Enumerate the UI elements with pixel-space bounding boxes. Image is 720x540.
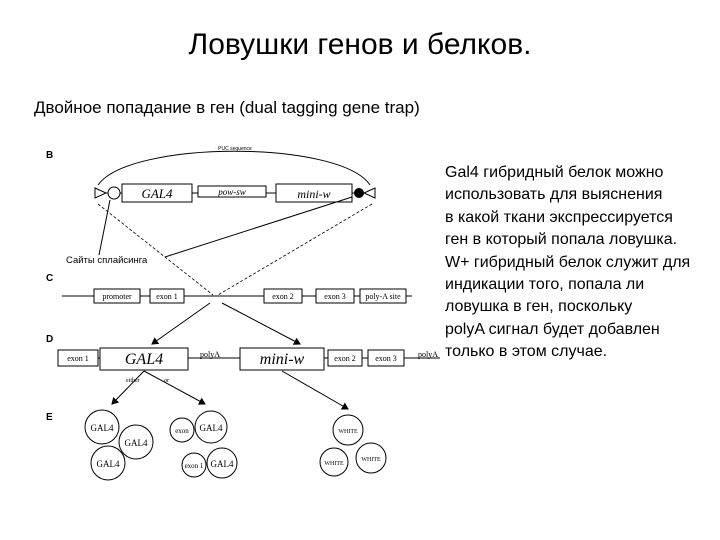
cell-gal4 [84, 409, 120, 445]
description-line: использовать для выяснения [445, 186, 663, 204]
transcript-exon3-label: exon 3 [375, 354, 397, 363]
arrow-d-to-e-middle [143, 370, 206, 405]
cell-gal4-label: GAL4 [91, 423, 114, 433]
pow-sw-box [197, 185, 267, 198]
promoter-label: promoter [102, 292, 132, 301]
panel-label-e: E [46, 412, 53, 423]
exon2-label: exon 2 [272, 292, 294, 301]
cell-gal4-label: GAL4 [211, 459, 234, 469]
description-text: Gal4 гибридный белок можно использовать … [445, 162, 717, 364]
cell-exon-label: exon [175, 427, 189, 435]
cell-white-label: WHITE [338, 429, 358, 435]
cell-gal4-label: GAL4 [97, 459, 120, 469]
cell-exon1-label: exon 1 [185, 462, 204, 470]
transcript-gal4-label: GAL4 [125, 351, 163, 368]
cell-white [319, 447, 349, 477]
description-line: ген в который попала ловушка. [445, 231, 678, 249]
exon3-label: exon 3 [324, 292, 346, 301]
transcript-polya1-label: polyA [200, 350, 220, 359]
splice-acceptor-circle [107, 186, 121, 200]
transcript-exon1-box [57, 349, 99, 367]
either-label: either [126, 378, 140, 384]
transcript-polya2-label: polyA [418, 350, 438, 359]
description-line: ловушка в ген, поскольку [445, 298, 633, 316]
mini-w-box [275, 183, 353, 203]
transcript-exon1-label: exon 1 [67, 354, 89, 363]
arrow-c-to-d-left [151, 302, 211, 345]
transcript-mini-w-box [239, 347, 325, 371]
transcript-exon3-box [367, 349, 405, 367]
splice-donor-dot [354, 188, 364, 198]
pow-sw-label: pow-sw [217, 187, 246, 197]
p-element-left-end [94, 187, 108, 199]
transcript-mini-w-label: mini-w [260, 351, 305, 368]
insertion-line-right [217, 203, 373, 296]
description-line: в какой ткани экспрессируется [445, 208, 673, 226]
cell-gal4-label: GAL4 [200, 423, 223, 433]
mini-w-label: mini-w [297, 187, 330, 201]
p-element-right-end [362, 187, 376, 199]
panel-label-d: D [46, 334, 53, 345]
panel-label-b: B [46, 150, 53, 161]
cells-panel: GAL4 GAL4 GAL4 exon GAL4 exon 1 GAL4 WHI… [84, 409, 387, 481]
transcript-panel: exon 1 GAL4 polyA mini-w exon 2 exon 3 p… [57, 347, 440, 371]
cell-gal4 [90, 445, 126, 481]
cell-gal4 [118, 424, 154, 460]
cell-exon [169, 417, 195, 443]
or-label: or [164, 378, 169, 384]
cell-gal4-label: GAL4 [125, 438, 148, 448]
construct-panel: PUC sequence GAL4 pow-sw mini-w [94, 146, 376, 203]
cell-white-label: WHITE [324, 461, 344, 467]
description-line: W+ гибридный белок служит для [445, 253, 691, 271]
arrow-d-to-e-right [281, 370, 349, 410]
polya-site-box [359, 288, 407, 304]
insertion-line-left [97, 203, 214, 296]
puc-arc [97, 150, 371, 186]
description-line: только в этом случае. [445, 343, 608, 361]
transcript-gal4-box [99, 347, 189, 371]
cell-white-label: WHITE [361, 457, 381, 463]
description-line: Gal4 гибридный белок можно [445, 164, 664, 181]
polya-site-label: poly-A site [365, 292, 401, 301]
cell-gal4 [194, 410, 228, 444]
promoter-box [93, 288, 141, 304]
description-line: индикации того, попала ли [445, 276, 645, 294]
transcript-exon2-label: exon 2 [334, 354, 356, 363]
splice-pointer-left [98, 199, 111, 256]
cell-exon1 [181, 452, 207, 478]
exon2-box [263, 288, 303, 304]
arrow-c-to-d-right [221, 302, 301, 345]
cell-white [355, 442, 387, 474]
page-title: Ловушки генов и белков. [188, 28, 532, 61]
puc-label: PUC sequence [218, 146, 252, 152]
description-line: polyA сигнал будет добавлен [445, 320, 660, 338]
cell-white [332, 414, 364, 446]
cell-gal4 [206, 447, 238, 479]
gal4-label: GAL4 [141, 186, 173, 201]
exon1-box [149, 288, 185, 304]
genomic-locus-panel: promoter exon 1 exon 2 exon 3 poly-A sit… [62, 288, 412, 304]
arrow-d-to-e-left [111, 370, 145, 405]
splice-sites-label: Сайты сплайсинга [66, 255, 148, 266]
exon1-label: exon 1 [156, 292, 178, 301]
exon3-box [315, 288, 355, 304]
slide-subtitle: Двойное попадание в ген (dual tagging ge… [34, 98, 420, 117]
gal4-box [121, 183, 193, 203]
splice-pointer-right [164, 196, 353, 258]
panel-label-c: C [46, 273, 53, 284]
transcript-exon2-box [327, 349, 363, 367]
